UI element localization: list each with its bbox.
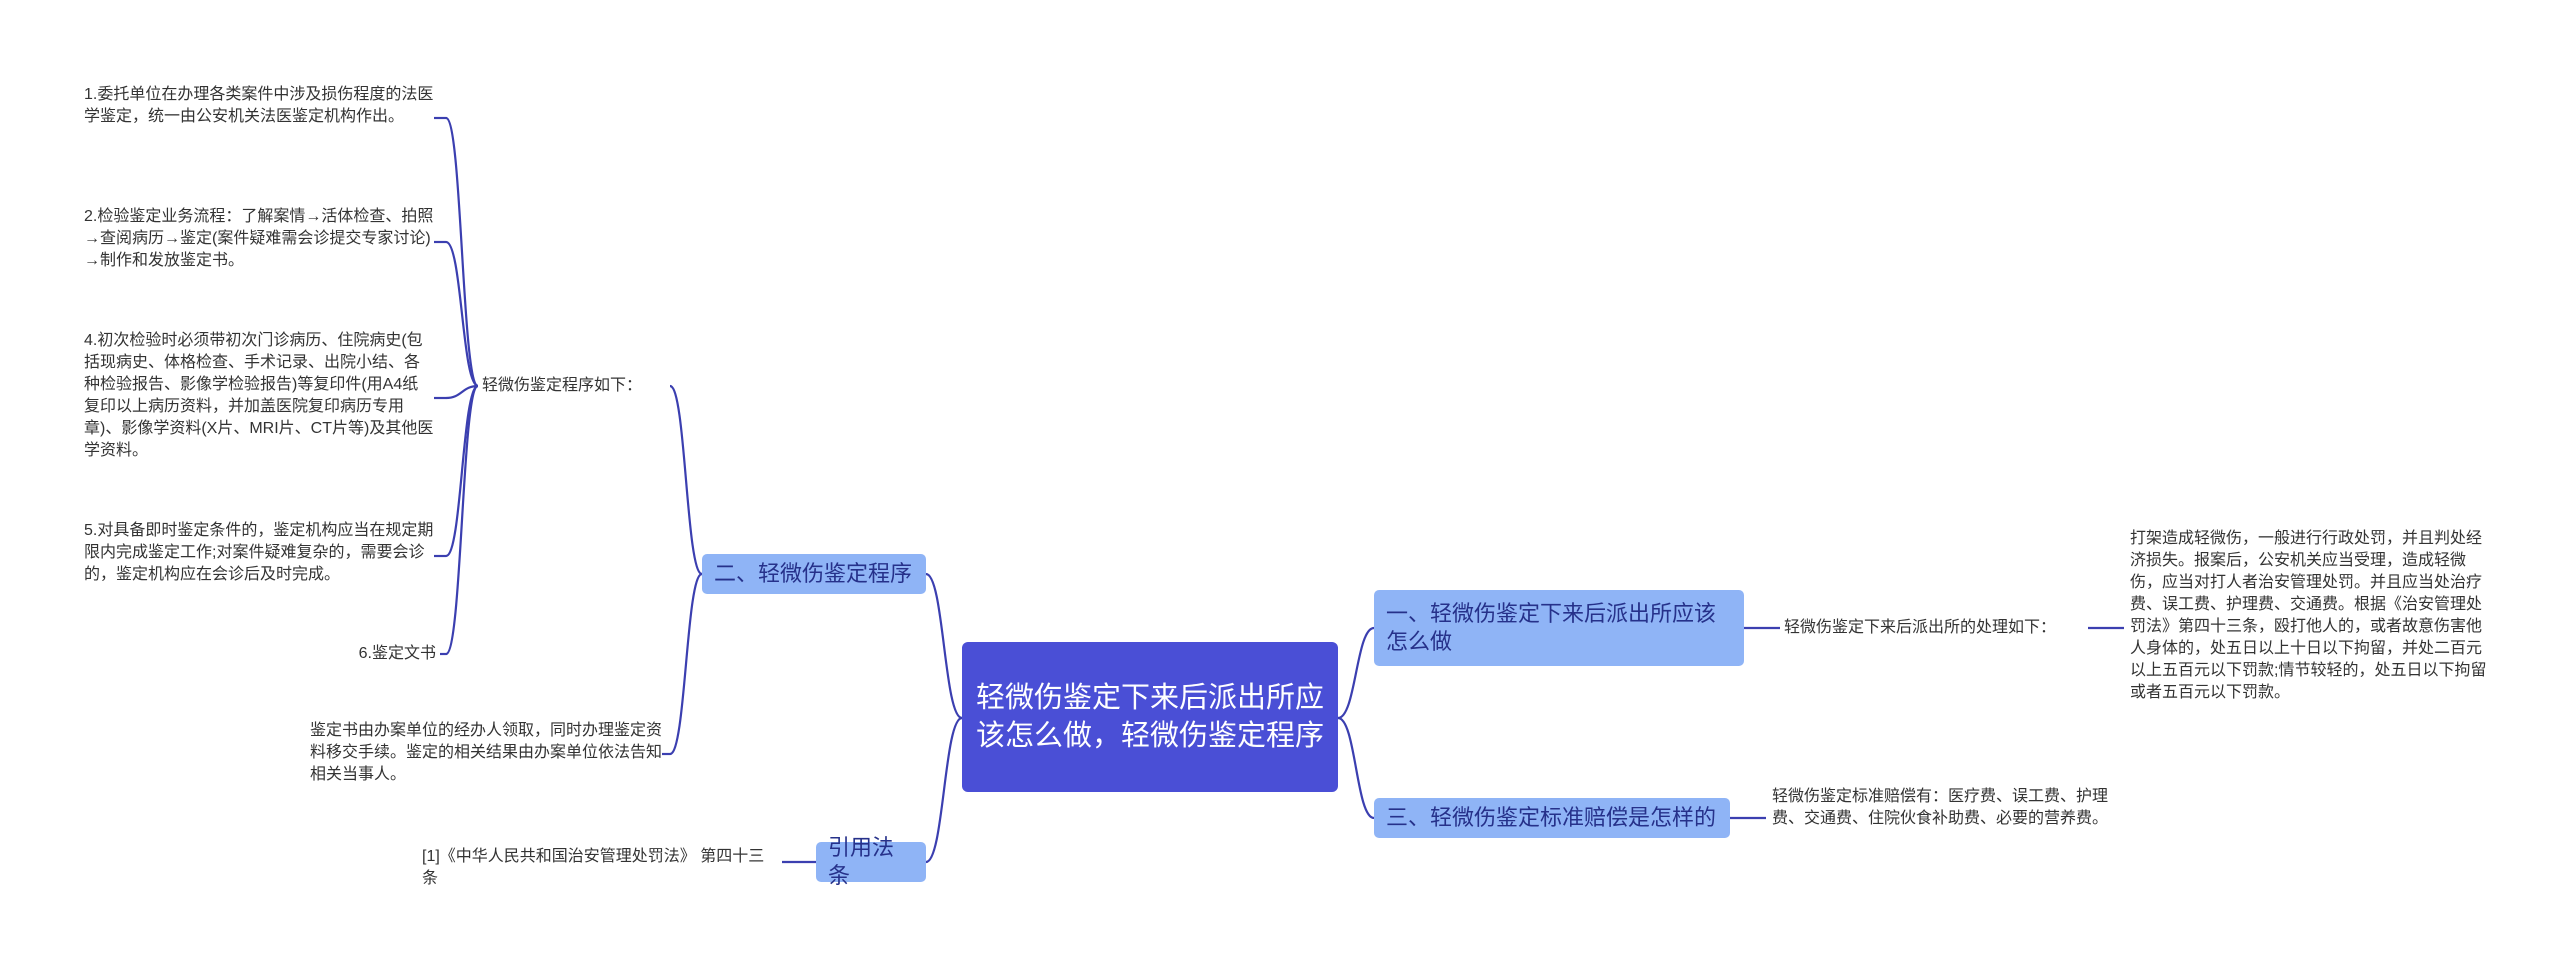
edge-procedure-sublabel [668,384,704,576]
police-detail[interactable]: 打架造成轻微伤，一般进行行政处罚，并且判处经济损失。报案后，公安机关应当受理，造… [2130,530,2487,701]
edge-root-compensation [1337,716,1375,820]
procedure-item-5[interactable]: 5.对具备即时鉴定条件的，鉴定机构应当在规定期限内完成鉴定工作;对案件疑难复杂的… [84,522,434,583]
procedure-item-4[interactable]: 4.初次检验时必须带初次门诊病历、住院病史(包括现病史、体格检查、手术记录、出院… [84,332,434,459]
branch-police-label: 一、轻微伤鉴定下来后派出所应该怎么做 [1386,601,1717,654]
edge-root-law [925,716,963,864]
procedure-sub-label[interactable]: 轻微伤鉴定程序如下： [482,377,643,394]
branch-procedure-label: 二、轻微伤鉴定程序 [714,561,913,586]
edge-root-police [1337,626,1375,720]
edge-root-procedure [925,572,963,720]
procedure-item-1[interactable]: 1.委托单位在办理各类案件中涉及损伤程度的法医学鉴定，统一由公安机关法医鉴定机构… [84,86,434,125]
procedure-note[interactable]: 鉴定书由办案单位的经办人领取，同时办理鉴定资料移交手续。鉴定的相关结果由办案单位… [310,722,663,783]
edge-procedure-note [668,572,704,756]
compensation-detail[interactable]: 轻微伤鉴定标准赔偿有：医疗费、误工费、护理费、交通费、住院伙食补助费、必要的营养… [1772,788,2109,827]
edge-item-4 [445,384,479,400]
branch-law-label: 引用法条 [828,835,895,888]
police-sub-label[interactable]: 轻微伤鉴定下来后派出所的处理如下： [1784,619,2057,636]
branch-compensation[interactable]: 三、轻微伤鉴定标准赔偿是怎样的 [1374,798,1730,838]
edge-item-6 [444,384,480,656]
procedure-item-6[interactable]: 6.鉴定文书 [358,645,436,662]
root-title: 轻微伤鉴定下来后派出所应该怎么做，轻微伤鉴定程序 [976,682,1325,752]
branch-procedure[interactable]: 二、轻微伤鉴定程序 [702,554,926,594]
edge-item-2 [445,240,479,388]
procedure-item-2[interactable]: 2.检验鉴定业务流程：了解案情→活体检查、拍照→查阅病历→鉴定(案件疑难需会诊提… [84,208,434,269]
edge-item-5 [445,384,479,558]
root-node[interactable]: 轻微伤鉴定下来后派出所应该怎么做，轻微伤鉴定程序 [962,642,1338,792]
edge-item-1 [444,116,480,388]
branch-police[interactable]: 一、轻微伤鉴定下来后派出所应该怎么做 [1374,590,1744,666]
law-item[interactable]: [1]《中华人民共和国治安管理处罚法》 第四十三条 [422,848,765,887]
branch-compensation-label: 三、轻微伤鉴定标准赔偿是怎样的 [1386,805,1717,830]
branch-law[interactable]: 引用法条 [816,835,926,888]
